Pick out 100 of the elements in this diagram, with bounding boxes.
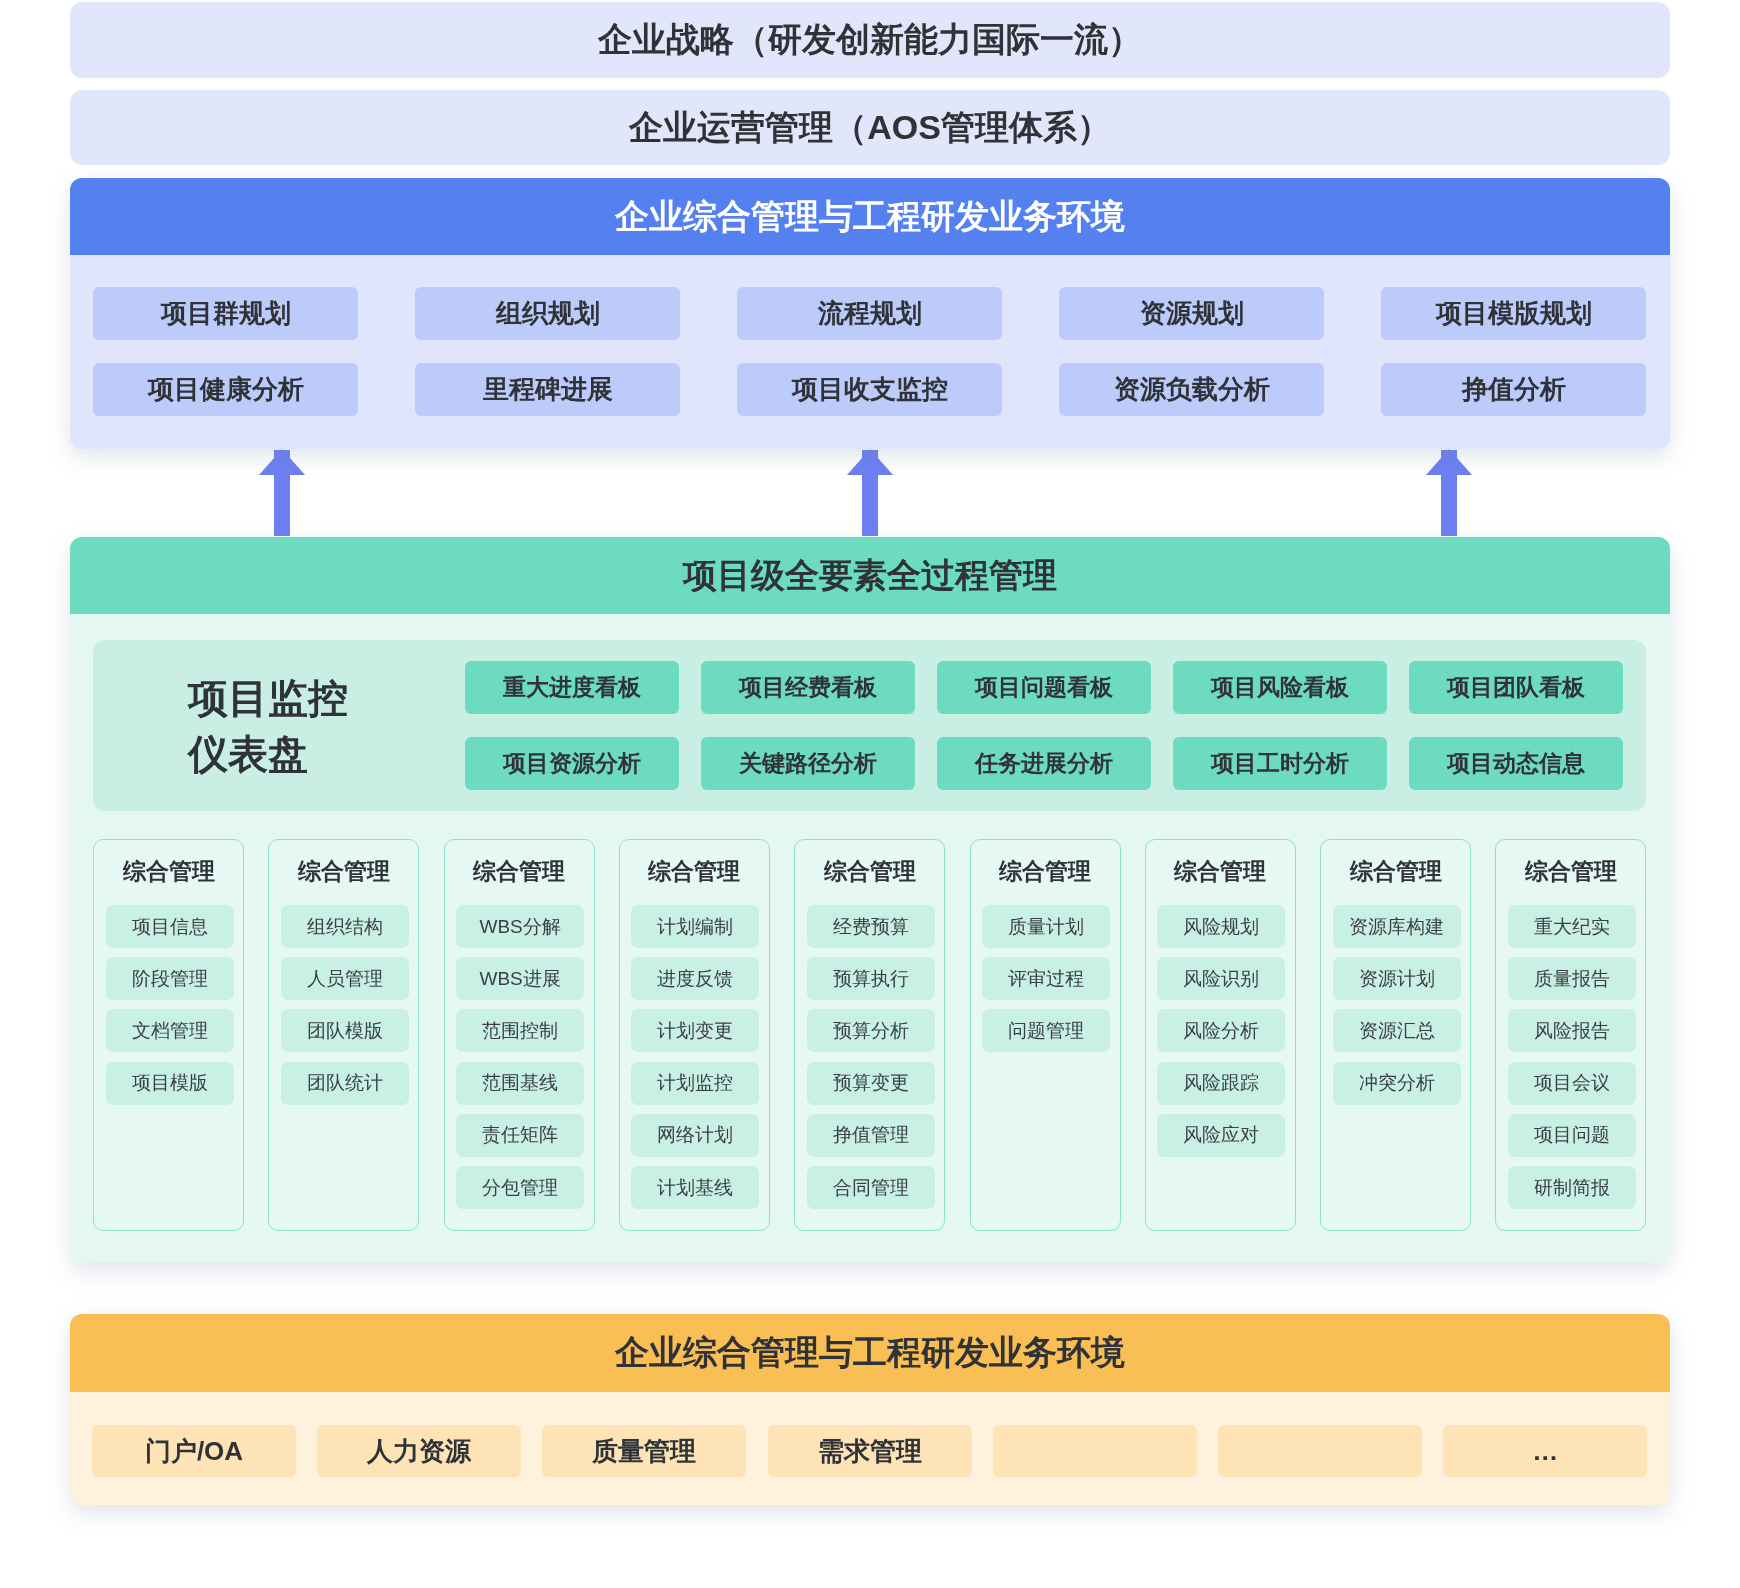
system-box: 门户/OA: [92, 1425, 296, 1477]
function-box: 风险报告: [1507, 1009, 1636, 1053]
module-column: [794, 839, 946, 1231]
function-box: 项目会议: [1507, 1061, 1636, 1105]
board-box: 任务进展分析: [937, 737, 1151, 790]
module-box: 项目群规划: [93, 287, 358, 340]
column-heading: 综合管理: [647, 857, 742, 886]
function-box: 风险应对: [1157, 1113, 1286, 1157]
board-box: 关键路径分析: [701, 737, 915, 790]
band-box: 企业运营管理（AOS管理体系）: [70, 90, 1670, 165]
panel-header: 企业综合管理与工程研发业务环境: [70, 1314, 1670, 1392]
function-box: 计划监控: [631, 1061, 760, 1105]
function-box: 质量计划: [982, 905, 1110, 948]
function-box: 组织结构: [280, 905, 409, 948]
board-box: 项目经费看板: [701, 661, 915, 714]
system-panel: [70, 1314, 1670, 1505]
function-box: 风险跟踪: [1157, 1061, 1286, 1105]
panel-header: 企业综合管理与工程研发业务环境: [70, 178, 1670, 255]
board-box: 项目风险看板: [1173, 661, 1387, 714]
function-box: 阶段管理: [105, 957, 234, 1001]
module-box: 资源负载分析: [1059, 363, 1324, 416]
dashboard-title: 项目监控仪表盘: [188, 675, 349, 778]
panel-header: 项目级全要素全过程管理: [70, 537, 1670, 614]
function-box: 合同管理: [806, 1166, 935, 1209]
function-box: 项目信息: [105, 905, 234, 948]
function-box: 挣值管理: [806, 1113, 935, 1157]
function-box: 风险规划: [1157, 905, 1286, 948]
arrow: [847, 449, 893, 536]
function-box: 风险分析: [1157, 1009, 1286, 1053]
function-box: 预算执行: [806, 957, 935, 1001]
function-box: 预算分析: [806, 1009, 935, 1053]
function-box: 范围基线: [456, 1061, 585, 1105]
function-box: 资源计划: [1332, 957, 1461, 1001]
system-box: 需求管理: [767, 1425, 972, 1477]
module-panel: [70, 178, 1670, 449]
module-column: [443, 839, 595, 1231]
function-box: 重大纪实: [1507, 905, 1636, 948]
function-box: 冲突分析: [1332, 1061, 1461, 1105]
function-box: 问题管理: [982, 1009, 1110, 1053]
function-box: 项目问题: [1507, 1113, 1636, 1157]
module-box: 项目收支监控: [737, 363, 1002, 416]
module-column: [618, 839, 770, 1231]
board-box: 重大进度看板: [465, 661, 679, 714]
function-box: 资源库构建: [1332, 905, 1461, 948]
module-column: [268, 839, 420, 1231]
column-heading: 综合管理: [121, 857, 216, 886]
band-box: 企业战略（研发创新能力国际一流）: [70, 2, 1670, 78]
column-heading: 综合管理: [296, 857, 391, 886]
system-box: …: [1443, 1425, 1648, 1477]
module-box: 流程规划: [737, 287, 1002, 340]
module-panel: [70, 537, 1670, 1263]
column-heading: 综合管理: [1173, 857, 1268, 886]
module-column: [1495, 839, 1647, 1231]
column-heading: 综合管理: [822, 857, 917, 886]
function-box: 质量报告: [1507, 957, 1636, 1001]
function-box: 团队模版: [280, 1009, 409, 1053]
arrow: [1426, 449, 1472, 536]
function-box: 文档管理: [105, 1009, 234, 1053]
module-column: [93, 839, 244, 1231]
function-box: 计划基线: [631, 1166, 760, 1209]
module-box: 挣值分析: [1381, 363, 1646, 416]
board-box: 项目资源分析: [465, 737, 679, 790]
dashboard-panel: [93, 640, 1646, 811]
function-box: 计划编制: [631, 905, 760, 948]
module-box: 里程碑进展: [415, 363, 680, 416]
column-heading: 综合管理: [1523, 857, 1618, 886]
board-box: 项目问题看板: [937, 661, 1151, 714]
board-box: 项目工时分析: [1173, 737, 1387, 790]
function-box: 项目模版: [105, 1061, 234, 1105]
function-box: 预算变更: [806, 1061, 935, 1105]
function-box: 分包管理: [456, 1166, 585, 1209]
function-box: 风险识别: [1157, 957, 1286, 1001]
board-box: 项目团队看板: [1409, 661, 1623, 714]
module-column: [969, 839, 1121, 1231]
function-box: 人员管理: [280, 957, 409, 1001]
module-column: [1144, 839, 1296, 1231]
function-box: WBS分解: [456, 905, 585, 948]
module-box: 组织规划: [415, 287, 680, 340]
column-heading: 综合管理: [1348, 857, 1443, 886]
function-box: 计划变更: [631, 1009, 760, 1053]
module-box: 项目模版规划: [1381, 287, 1646, 340]
system-box: 人力资源: [317, 1425, 522, 1477]
board-box: 项目动态信息: [1409, 737, 1623, 790]
function-box: 范围控制: [456, 1009, 585, 1053]
system-box: [1218, 1425, 1422, 1477]
module-column: [1320, 839, 1472, 1231]
function-box: 进度反馈: [631, 957, 760, 1001]
module-box: 资源规划: [1059, 287, 1324, 340]
function-box: WBS进展: [456, 957, 585, 1001]
column-heading: 综合管理: [998, 857, 1092, 886]
function-box: 研制简报: [1507, 1166, 1636, 1209]
system-box: 质量管理: [542, 1425, 747, 1477]
function-box: 评审过程: [982, 957, 1110, 1001]
column-heading: 综合管理: [472, 857, 567, 886]
system-box: [992, 1425, 1197, 1477]
arrow: [259, 449, 305, 536]
function-box: 团队统计: [280, 1061, 409, 1105]
function-box: 资源汇总: [1332, 1009, 1461, 1053]
function-box: 经费预算: [806, 905, 935, 948]
function-box: 网络计划: [631, 1113, 760, 1157]
